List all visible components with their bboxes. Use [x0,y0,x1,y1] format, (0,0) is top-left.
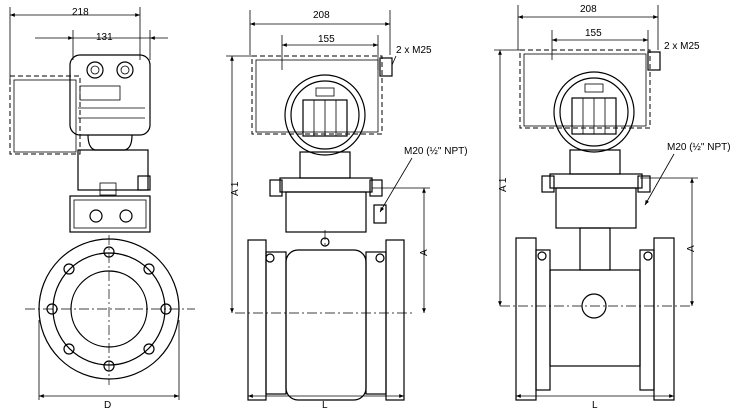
meter-tube-mid [285,249,367,401]
dashed-housing [9,75,81,155]
dim-208-label-right: 208 [580,4,597,15]
flange-right-right [653,237,675,401]
dim-208-label-mid: 208 [313,10,330,21]
dim-155-label-right: 155 [585,28,602,39]
transmitter-head [69,54,151,136]
dim-a1-label-right: A 1 [498,177,509,192]
terminal-box [69,195,151,233]
dim-l-label-mid: L [322,400,328,411]
cable-entries-label-right: 2 x M25 [664,41,700,52]
terminal-box-mid [285,191,367,233]
display-head-mid [284,74,366,156]
terminal-box-right [555,187,637,229]
conduit-label-right: M20 (½" NPT) [667,142,731,153]
stem-right [579,227,611,271]
dim-l-label-right: L [592,400,598,411]
dim-131-label: 131 [96,32,113,43]
conduit-label-mid: M20 (½" NPT) [404,146,468,157]
flange-right-mid [385,239,405,401]
dim-a1-label-mid: A 1 [230,181,241,196]
flange-left-mid [247,239,267,401]
dim-a-label-mid: A [419,249,430,256]
cable-entries-label-mid: 2 x M25 [396,45,432,56]
right-view: 208 155 2 x M25 [494,4,731,411]
flange-left-right [515,237,537,401]
dim-218-label: 218 [72,7,89,18]
dim-d-label: D [104,400,111,411]
neck [77,149,149,191]
middle-view: 208 155 2 x M25 [226,10,468,411]
dim-155-label-mid: 155 [318,34,335,45]
display-head-right [553,71,635,153]
left-view: 218 131 [9,7,195,411]
dim-a-label-right: A [686,245,697,252]
